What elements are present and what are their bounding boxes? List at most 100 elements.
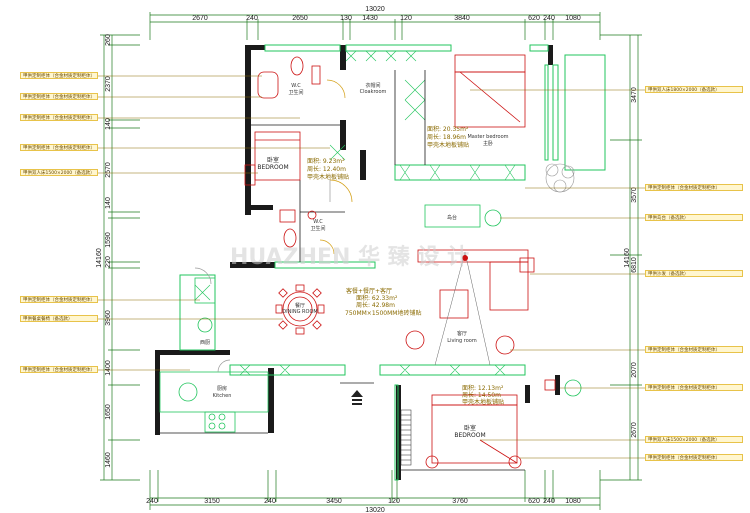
callout-right-6: 甲供定制柜体（合金材质定制柜体） xyxy=(645,384,743,391)
bedroom2-en: BEDROOM xyxy=(257,164,288,171)
living-en: Living room xyxy=(447,338,477,344)
wc-top-zh: 卫生间 xyxy=(288,89,303,96)
dim-left-3: 140 xyxy=(105,118,112,130)
bedroom3-floor: 甲壳木地板铺贴 xyxy=(462,398,504,406)
bedroom2-perimeter: 周长: 12.40m xyxy=(307,165,346,173)
living-info-name: 客餐+餐厅+客厅 xyxy=(346,287,392,295)
living-info-area: 面积: 62.33m² xyxy=(356,294,398,302)
callout-right-3: 甲供岛台（备选款） xyxy=(645,214,743,221)
kitchen-zh: 厨房 xyxy=(217,385,227,392)
callout-left-6: 甲供定制柜体（合金材质定制柜体） xyxy=(20,296,98,303)
dim-right-2: 3570 xyxy=(631,187,638,203)
window-hatching xyxy=(194,50,516,376)
watermark: HUAZHEN 华 臻 设 计 xyxy=(230,244,469,270)
living-sightlines xyxy=(434,251,491,366)
master-en: Master bedroom xyxy=(467,134,508,140)
dim-bottom-7: 620 xyxy=(528,498,540,505)
dim-bottom-total: 13020 xyxy=(365,507,385,513)
door-swings xyxy=(194,79,353,373)
dim-left-6: 1590 xyxy=(105,232,112,248)
dim-bottom-8: 240 xyxy=(543,498,555,505)
dim-top-4: 130 xyxy=(340,15,352,22)
dim-right-5: 2670 xyxy=(631,422,638,438)
windows xyxy=(179,44,606,481)
entrance-arrow-icon xyxy=(340,382,374,405)
dim-left-8: 3960 xyxy=(105,310,112,326)
master-floor: 甲壳木地板铺贴 xyxy=(427,141,469,149)
dining-en: DINING ROOM xyxy=(282,309,317,315)
sofa xyxy=(405,249,535,355)
living-info-perimeter: 周长: 42.98m xyxy=(356,301,395,309)
dim-left-2: 2370 xyxy=(105,76,112,92)
callout-left-3: 甲供定制柜体（合金材质定制柜体） xyxy=(20,114,98,121)
bedroom3-desk xyxy=(400,409,412,466)
dining-zh: 餐厅 xyxy=(295,302,305,309)
callout-right-7: 甲供双人床1500×2000（备选款） xyxy=(645,436,743,443)
dim-bottom-3: 240 xyxy=(264,498,276,505)
callout-left-7: 甲供餐桌餐椅（备选款） xyxy=(20,315,98,322)
wc-fixtures-mid xyxy=(279,209,317,248)
dining-set xyxy=(275,284,325,335)
master-area: 面积: 20.35m² xyxy=(427,125,469,133)
dim-left-4: 2570 xyxy=(105,162,112,178)
bedroom3-area: 面积: 12.13m² xyxy=(462,384,504,392)
callout-left-4: 甲供定制柜体（合金材质定制柜体） xyxy=(20,144,98,151)
dim-bottom-6: 3760 xyxy=(452,498,468,505)
dim-left-10: 1650 xyxy=(105,404,112,420)
dim-left-total: 14160 xyxy=(96,248,103,268)
kitchen-en: Kitchen xyxy=(213,393,232,399)
dim-top-2: 240 xyxy=(246,15,258,22)
dim-top-1: 2670 xyxy=(192,15,208,22)
callout-left-1: 甲供定制柜体（合金材质定制柜体） xyxy=(20,72,98,79)
callout-left-8: 甲供定制柜体（合金材质定制柜体） xyxy=(20,366,98,373)
bedroom3-zh: 卧室 xyxy=(464,424,476,432)
wc-fixtures-top xyxy=(257,56,321,99)
living-info-tile: 750MM×1500MM地砖铺贴 xyxy=(345,309,421,317)
west-kitchen-zh: 西厨 xyxy=(200,340,210,346)
dim-bottom-5: 120 xyxy=(388,498,400,505)
dimension-labels: 13020 2670 240 2650 130 1430 120 3840 62… xyxy=(96,6,638,513)
bedroom3-side-cabinet xyxy=(544,379,556,391)
dim-left-7: 220 xyxy=(105,256,112,268)
dim-right-3: 6810 xyxy=(631,257,638,273)
living-zh: 客厅 xyxy=(457,330,467,337)
dim-bottom-1: 240 xyxy=(146,498,158,505)
wc-mid-zh: 卫生间 xyxy=(310,225,325,232)
callout-right-2: 甲供定制柜体（合金材质定制柜体） xyxy=(645,184,743,191)
dimension-lines xyxy=(100,12,642,510)
dim-top-3: 2650 xyxy=(292,15,308,22)
island-zh: 岛台 xyxy=(447,214,457,221)
bedroom3-perimeter: 周长: 14.50m xyxy=(462,391,501,399)
bedroom3-bed xyxy=(425,394,522,469)
dim-left-5: 140 xyxy=(105,197,112,209)
dim-top-10: 1080 xyxy=(565,15,581,22)
room-labels: W.C 卫生间 衣帽间 Cloakroom 面积: 20.35m² 周长: 18… xyxy=(200,82,509,439)
callout-right-4: 甲供沙发（备选款） xyxy=(645,270,743,277)
dim-bottom-9: 1080 xyxy=(565,498,581,505)
dim-bottom-4: 3450 xyxy=(326,498,342,505)
dim-top-8: 620 xyxy=(528,15,540,22)
callout-right-1: 甲供双人床1800×2000（备选款） xyxy=(645,86,743,93)
master-bed xyxy=(454,54,526,128)
dim-right-total: 14160 xyxy=(624,248,631,268)
kitchen-counters xyxy=(159,204,582,433)
bedroom2-zh: 卧室 xyxy=(267,156,279,164)
wc-top-en: W.C xyxy=(291,83,301,89)
cloakroom-en: Cloakroom xyxy=(360,89,387,95)
dim-top-total: 13020 xyxy=(365,6,385,13)
dim-top-7: 3840 xyxy=(454,15,470,22)
dim-bottom-2: 3150 xyxy=(204,498,220,505)
callout-left-2: 甲供定制柜体（合金材质定制柜体） xyxy=(20,93,98,100)
dim-top-9: 240 xyxy=(543,15,555,22)
wc-mid-en: W.C xyxy=(313,219,323,225)
dim-top-6: 120 xyxy=(400,15,412,22)
dim-right-4: 2070 xyxy=(631,362,638,378)
master-perimeter: 周长: 18.96m xyxy=(427,133,466,141)
master-zh: 主卧 xyxy=(483,140,493,147)
bedroom3-en: BEDROOM xyxy=(454,432,485,439)
callout-left-5: 甲供双人床1500×2000（备选款） xyxy=(20,169,98,176)
walls xyxy=(155,45,560,480)
callout-leaders xyxy=(95,75,648,459)
tree-icon xyxy=(545,163,575,193)
